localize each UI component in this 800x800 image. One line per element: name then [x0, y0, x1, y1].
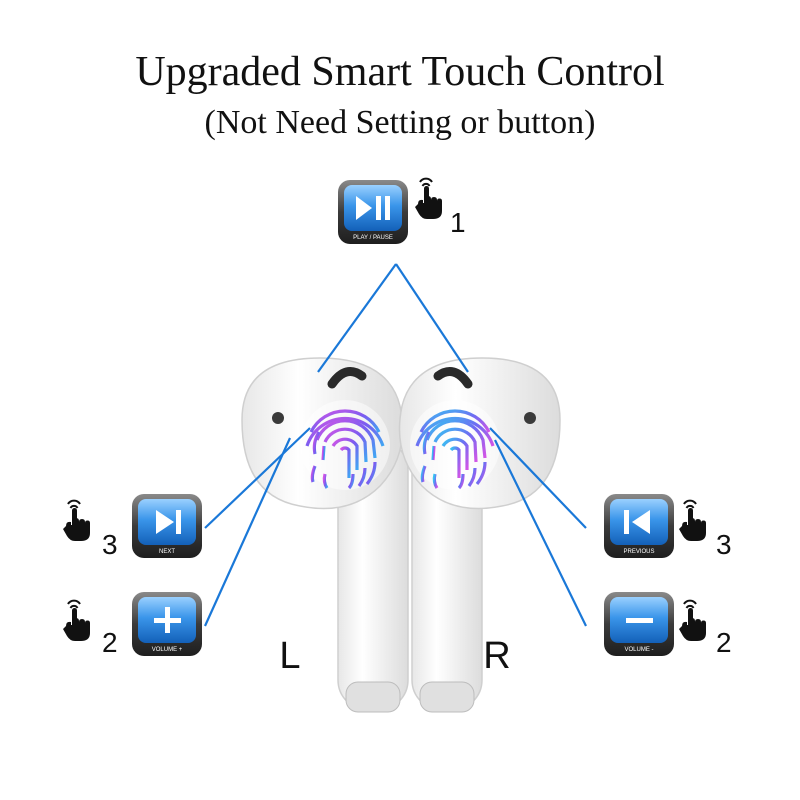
plus-icon	[154, 607, 181, 633]
play-pause-button[interactable]: PLAY / PAUSE	[338, 180, 408, 244]
play-pause-label: PLAY / PAUSE	[353, 235, 393, 241]
page-title: Upgraded Smart Touch Control	[135, 49, 665, 95]
connector-next	[204, 427, 311, 529]
connector-previous	[489, 427, 587, 529]
volume-down-tap-count: 2	[716, 627, 732, 658]
right-earbud	[398, 357, 561, 713]
tap-hand-icon	[414, 177, 443, 220]
connector-volume-up	[203, 437, 292, 627]
connector-play-left	[317, 263, 397, 373]
previous-tap-count: 3	[716, 529, 732, 560]
volume-up-button[interactable]: VOLUME +	[132, 592, 202, 656]
right-label: R	[483, 635, 510, 677]
volume-up-tap-count: 2	[102, 627, 118, 658]
next-button[interactable]: NEXT	[132, 494, 202, 558]
connector-volume-down	[494, 439, 587, 627]
previous-icon	[624, 510, 650, 534]
previous-button[interactable]: PREVIOUS	[604, 494, 674, 558]
tap-hand-icon	[62, 499, 91, 542]
next-icon	[156, 510, 181, 534]
next-label: NEXT	[159, 549, 175, 555]
play-pause-icon	[356, 196, 390, 220]
left-label: L	[279, 635, 300, 677]
play-pause-tap-count: 1	[450, 207, 466, 238]
connector-lines	[203, 263, 587, 627]
connector-play-right	[395, 263, 469, 373]
volume-down-button[interactable]: VOLUME -	[604, 592, 674, 656]
previous-label: PREVIOUS	[623, 549, 654, 555]
volume-down-label: VOLUME -	[624, 647, 653, 653]
tap-hand-icon	[62, 599, 91, 642]
tap-hand-icon	[678, 599, 707, 642]
left-earbud	[241, 357, 409, 713]
volume-up-label: VOLUME +	[152, 647, 183, 653]
next-tap-count: 3	[102, 529, 118, 560]
page-subtitle: (Not Need Setting or button)	[204, 104, 596, 141]
tap-hand-icon	[678, 499, 707, 542]
minus-icon	[626, 618, 653, 623]
